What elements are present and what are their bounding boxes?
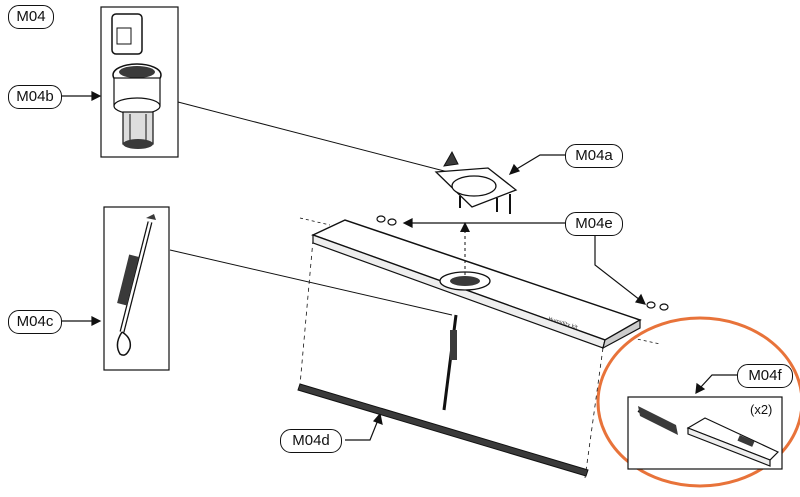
label-m04c: M04c <box>8 310 62 334</box>
latch-handle-part <box>434 150 518 214</box>
screws <box>376 215 669 311</box>
inner-strut <box>442 314 458 411</box>
assembly-arrow <box>460 222 470 275</box>
label-m04b: M04b <box>8 85 62 109</box>
label-m04f: M04f <box>737 364 793 388</box>
bottom-seal-bar <box>297 383 589 477</box>
lid-assembly: Humidity kit <box>311 219 642 350</box>
label-m04a: M04a <box>565 144 623 168</box>
panel-guides <box>299 239 604 479</box>
leader-lines <box>169 101 453 316</box>
label-arrows <box>62 91 737 441</box>
gas-strut-detail <box>103 206 170 371</box>
quantity-note: (x2) <box>750 402 773 417</box>
label-m04: M04 <box>8 5 54 29</box>
key-lock-detail <box>100 6 179 158</box>
highlight-circle <box>596 316 800 488</box>
label-m04e: M04e <box>565 212 623 236</box>
label-m04d: M04d <box>280 429 342 453</box>
small-dashed-leaders <box>299 217 661 345</box>
clip-spring-detail <box>627 396 783 470</box>
